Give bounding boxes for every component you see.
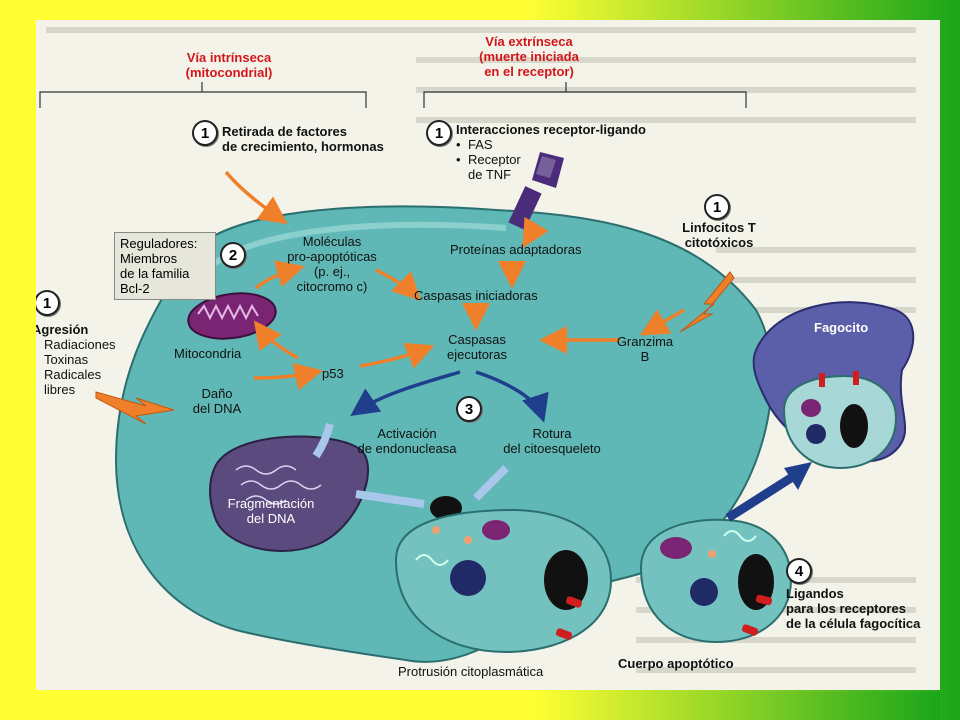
nucleus <box>209 435 370 552</box>
arrow-p53-exec <box>359 342 435 369</box>
step-number-1-tcell: 1 <box>704 194 730 220</box>
diagram-canvas <box>39 27 916 673</box>
apoptotic-body <box>639 518 793 644</box>
arrow-exec-cytoskeleton <box>475 370 549 423</box>
protrusion-label: Protrusión citoplasmática <box>398 664 544 679</box>
step-number-1-extrinsic: 1 <box>426 120 452 146</box>
arrow-p53-mito <box>253 320 299 360</box>
phagocyte-label: Fagocito <box>814 320 869 335</box>
intrinsic-heading: Vía intrínseca(mitocondrial) <box>185 50 273 80</box>
step-number-3: 3 <box>456 396 482 422</box>
arrow-dna-p53 <box>253 362 323 391</box>
arrow-receptor-adapter <box>522 216 549 249</box>
receptor-ligand-label: Interacciones receptor-ligando FAS Recep… <box>456 122 676 182</box>
intrinsic-bracket <box>39 91 367 108</box>
arrow-mito-molecules <box>254 260 305 290</box>
arrow-cytoskeleton-protrusion <box>473 465 509 501</box>
extrinsic-bracket <box>423 91 747 108</box>
arrow-to-phagocyte <box>725 472 797 522</box>
initiator-caspases-label: Caspasas iniciadoras <box>414 288 538 303</box>
arrow-dna-protrusion <box>355 490 425 508</box>
aggression-label: Agresión Radiaciones Toxinas Radicalesli… <box>36 322 142 397</box>
arrow-withdrawal-molecules <box>224 170 288 225</box>
step-number-1-intrinsic: 1 <box>192 120 218 146</box>
adapter-proteins-label: Proteínas adaptadoras <box>450 242 582 257</box>
mitochondria-label: Mitocondria <box>174 346 242 361</box>
protrusion-cell <box>394 508 613 654</box>
arrow-molecules-initiator <box>375 268 421 301</box>
step-number-1-aggression: 1 <box>36 290 60 316</box>
p53-label: p53 <box>322 366 344 381</box>
lightning-icon <box>95 271 735 425</box>
step-number-4: 4 <box>786 558 812 584</box>
step-number-2: 2 <box>220 242 246 268</box>
arrow-tcell-granzyme <box>639 308 685 336</box>
apoptosis-figure: Vía intrínseca(mitocondrial) Vía extríns… <box>36 20 940 690</box>
phagocyte-cell <box>752 301 915 470</box>
apoptotic-body-label: Cuerpo apoptótico <box>618 656 734 671</box>
arrow-endonuclease-dna <box>312 422 334 459</box>
arrow-exec-endonuclease <box>350 370 461 416</box>
